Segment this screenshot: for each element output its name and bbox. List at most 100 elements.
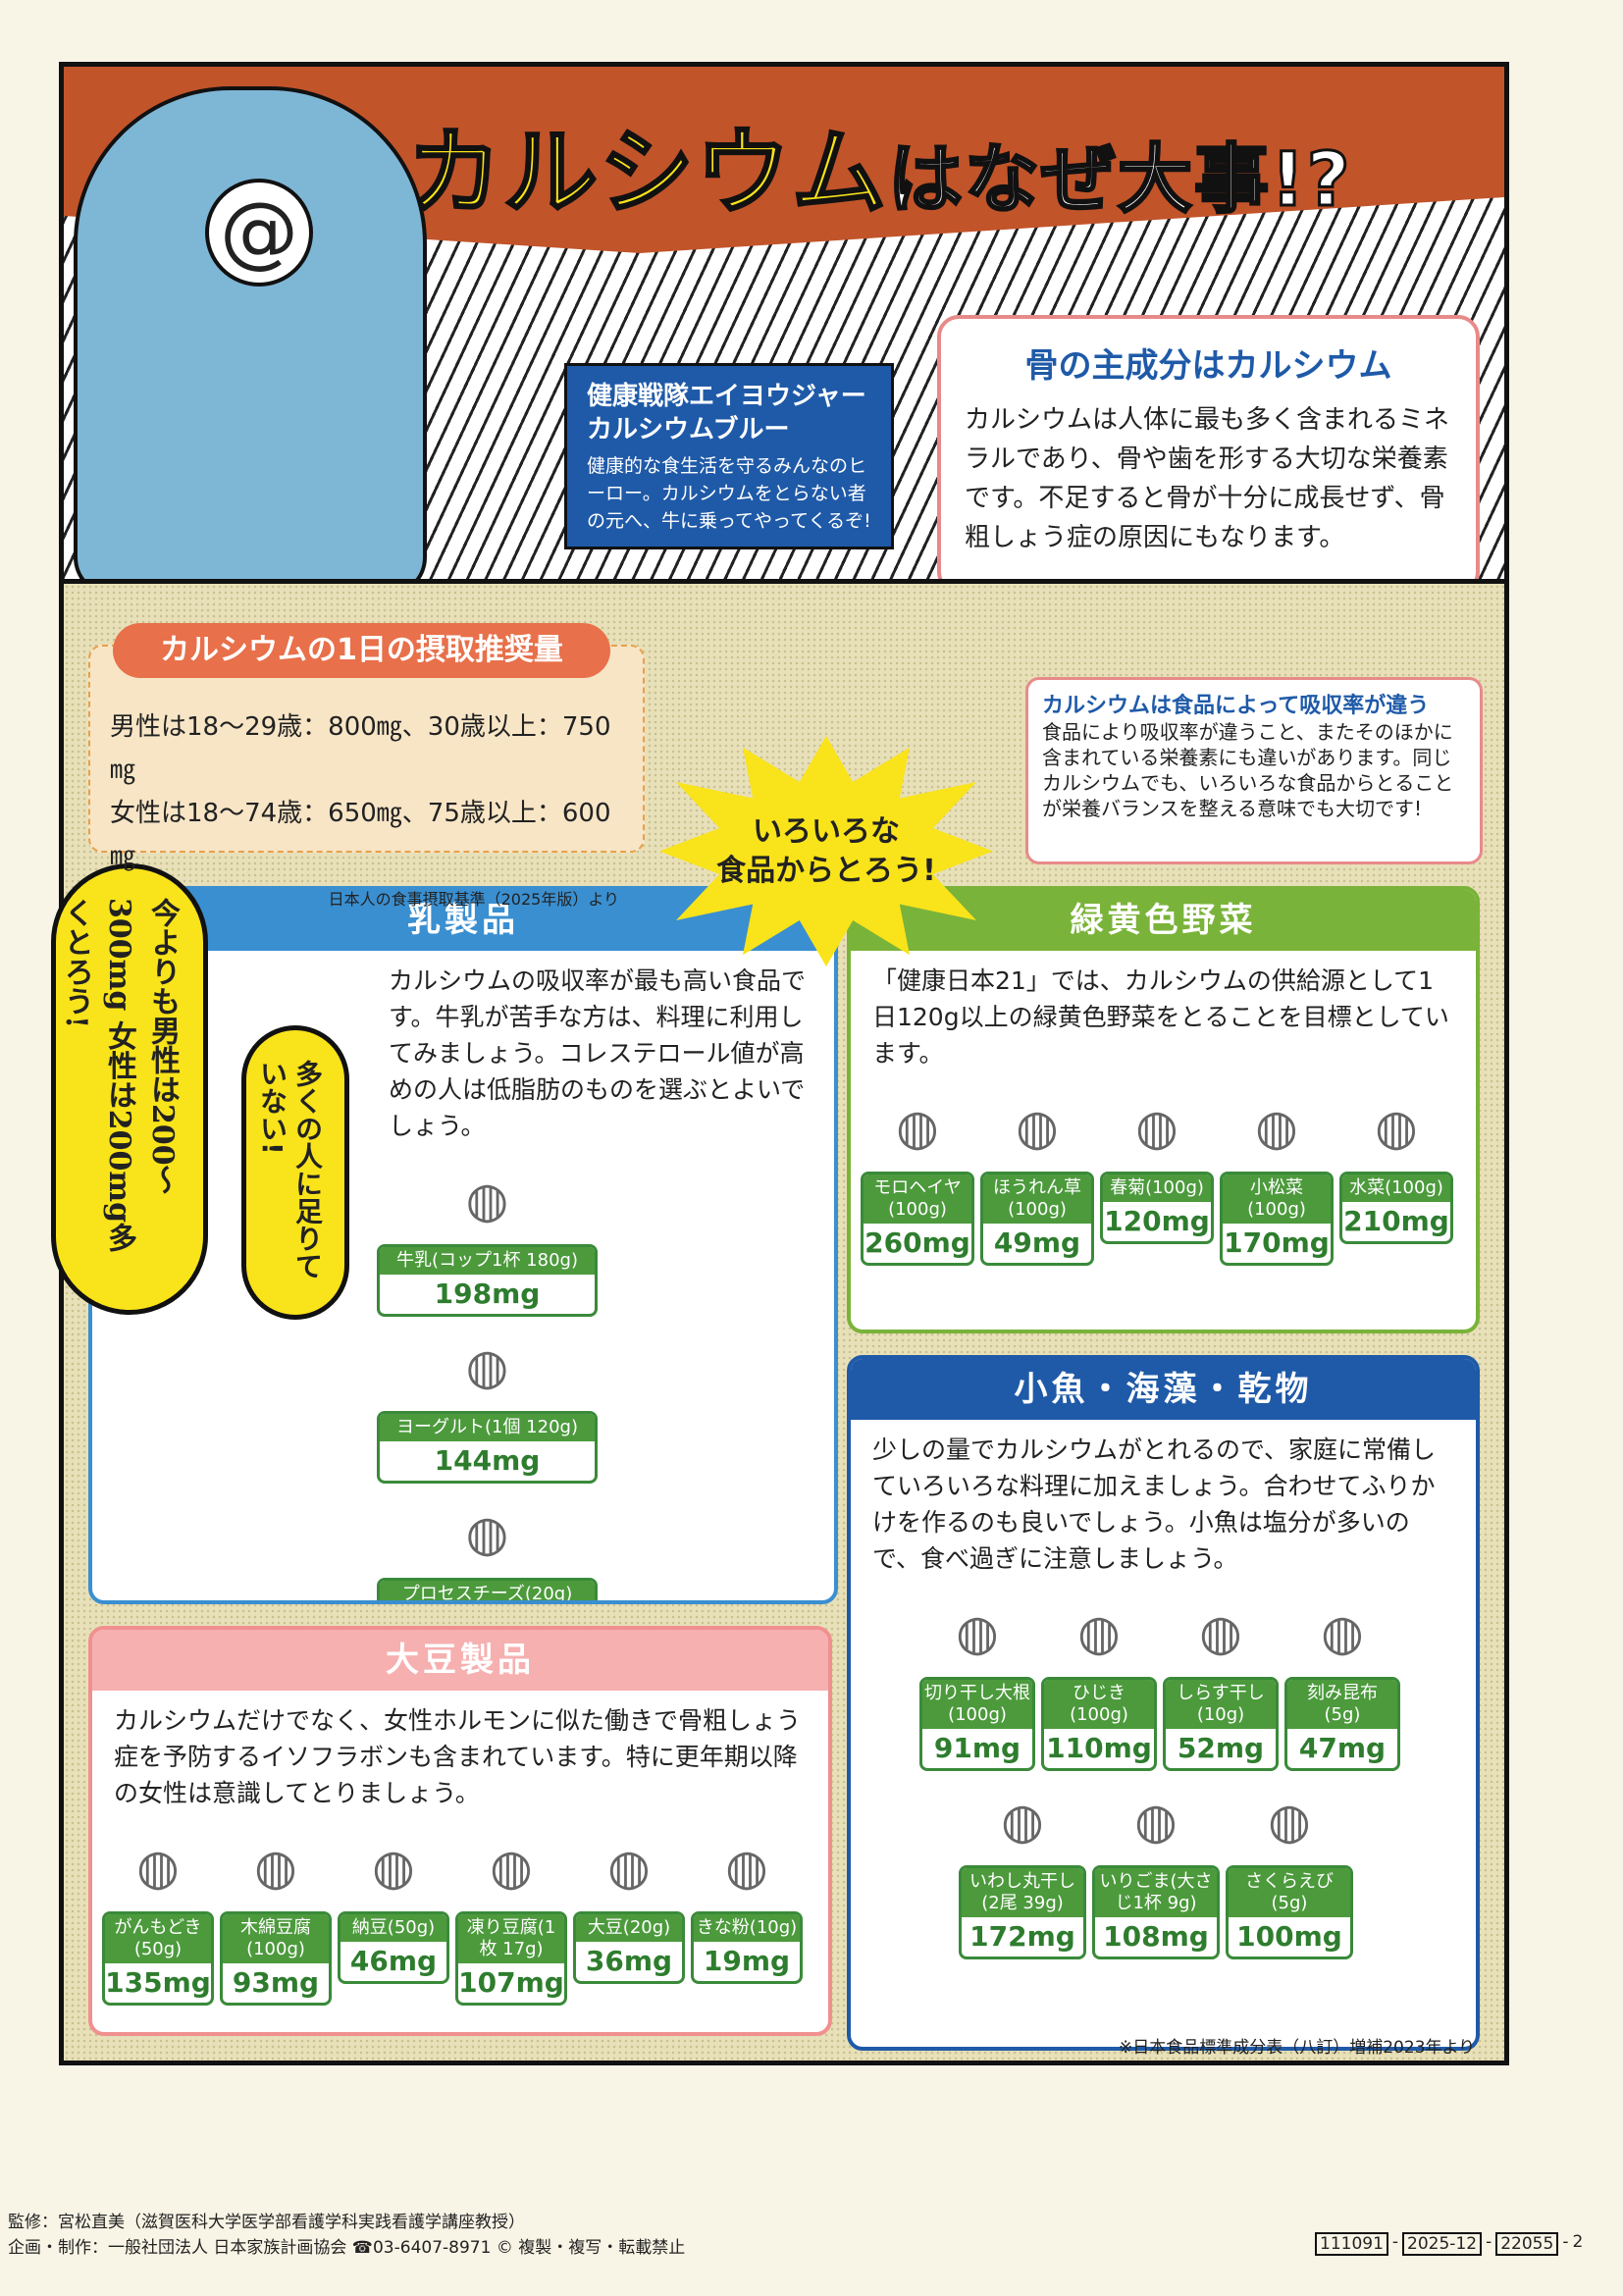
speech-bubble-more: 今よりも男性は200～300mg 女性は200mg多くとろう! [51, 863, 208, 1315]
food-card: ひじき(100g)110mg [1041, 1677, 1157, 1771]
food-card: プロセスチーズ(20g)126mg [377, 1578, 598, 1600]
food-illustration-icon: ◍ [1268, 1793, 1311, 1850]
food-amount: 52mg [1177, 1732, 1265, 1764]
food-illustration-icon: ◍ [896, 1099, 939, 1156]
food-illustration-icon: ◍ [725, 1839, 768, 1896]
food-label: しらす干し(10g) [1166, 1680, 1276, 1729]
food-label: 刻み昆布(5g) [1287, 1680, 1397, 1729]
soy-title: 大豆製品 [92, 1630, 828, 1691]
vegetable-items: ◍ モロヘイヤ(100g)260mg ◍ ほうれん草(100g)49mg ◍ 春菊(100… [851, 1083, 1476, 1266]
food-amount: 100mg [1236, 1920, 1342, 1953]
food-amount: 120mg [1104, 1205, 1210, 1237]
food-amount: 46mg [349, 1945, 438, 1977]
food-amount: 170mg [1224, 1226, 1330, 1259]
food-amount: 110mg [1046, 1732, 1152, 1764]
food-item: ◍ ヨーグルト(1個 120g)144mg [377, 1323, 598, 1484]
food-label: モロヘイヤ(100g) [864, 1174, 971, 1224]
dairy-panel: 乳製品 カルシウムの吸収率が最も高い食品です。牛乳が苦手な方は、料理に利用してみ… [88, 886, 838, 1604]
food-label: がんもどき(50g) [105, 1914, 211, 1963]
code-part: 2 [1572, 2232, 1584, 2252]
food-amount: 47mg [1298, 1732, 1387, 1764]
food-card: いりごま(大さじ1杯 9g)108mg [1092, 1865, 1220, 1959]
food-illustration-icon: ◍ [465, 1505, 509, 1562]
food-illustration-icon: ◍ [1134, 1793, 1178, 1850]
food-label: 木綿豆腐(100g) [223, 1914, 329, 1963]
food-card: 刻み昆布(5g)47mg [1284, 1677, 1400, 1771]
food-card: 牛乳(コップ1杯 180g)198mg [377, 1244, 598, 1317]
food-label: 凍り豆腐(1枚 17g) [458, 1914, 564, 1963]
hero-desc: 健康的な食生活を守るみんなのヒーロー。カルシウムをとらない者の元へ、牛に乗ってや… [587, 455, 871, 532]
food-illustration-icon: ◍ [254, 1839, 297, 1896]
fish-items-2: ◍いわし丸干し(2尾 39g)172mg ◍ いりごま(大さじ1杯 9g)108mg… [851, 1777, 1476, 1959]
intake-men: 男性は18～29歳：800㎎、30歳以上：750㎎ [110, 712, 611, 785]
food-amount: 108mg [1103, 1920, 1209, 1953]
food-label: プロセスチーズ(20g) [380, 1581, 595, 1600]
food-item: ◍ しらす干し(10g)52mg [1163, 1589, 1279, 1771]
food-amount: 49mg [993, 1226, 1081, 1259]
food-amount: 107mg [458, 1966, 564, 1999]
food-item: ◍刻み昆布(5g)47mg [1284, 1589, 1400, 1771]
fish-text: 少しの量でカルシウムがとれるので、家庭に常備していろいろな料理に加えましょう。合… [872, 1435, 1437, 1573]
food-card: ほうれん草(100g)49mg [980, 1172, 1094, 1266]
food-item: ◍ モロヘイヤ(100g)260mg [861, 1083, 974, 1266]
food-item: ◍ ひじき(100g)110mg [1041, 1589, 1157, 1771]
food-item: ◍いわし丸干し(2尾 39g)172mg [959, 1777, 1086, 1959]
food-card: ヨーグルト(1個 120g)144mg [377, 1411, 598, 1484]
food-card: 大豆(20g)36mg [573, 1911, 685, 1984]
food-card: しらす干し(10g)52mg [1163, 1677, 1279, 1771]
food-illustration-icon: ◍ [1135, 1099, 1178, 1156]
intake-title: カルシウムの1日の摂取推奨量 [113, 623, 610, 678]
food-label: きな粉(10g) [694, 1914, 800, 1942]
bone-info-box: 骨の主成分はカルシウム カルシウムは人体に最も多く含まれるミネラルであり、骨や歯… [937, 315, 1480, 594]
vegetable-text: 「健康日本21」では、カルシウムの供給源として1日120g以上の緑黄色野菜をとる… [872, 966, 1449, 1068]
soy-panel: 大豆製品 カルシウムだけでなく、女性ホルモンに似た働きで骨粗しょう症を予防するイ… [88, 1626, 832, 2036]
dairy-text: カルシウムの吸収率が最も高い食品です。牛乳が苦手な方は、料理に利用してみましょう… [389, 966, 807, 1140]
food-item: ◍ プロセスチーズ(20g)126mg [377, 1489, 598, 1600]
food-item: ◍ ほうれん草(100g)49mg [980, 1083, 1094, 1266]
food-illustration-icon: ◍ [1199, 1604, 1242, 1661]
page-title: カルシウムはなぜ大事!? [406, 117, 1352, 230]
absorption-box: カルシウムは食品によって吸収率が違う 食品により吸収率が違うこと、またそのほかに… [1025, 677, 1483, 864]
food-amount: 172mg [969, 1920, 1075, 1953]
footer: 監修：宮松直美（滋賀医科大学医学部看護学科実践看護学講座教授） 企画・制作：一般… [8, 2210, 685, 2261]
food-amount: 19mg [703, 1945, 791, 1977]
soy-text: カルシウムだけでなく、女性ホルモンに似た働きで骨粗しょう症を予防するイソフラボン… [114, 1706, 802, 1807]
food-item: ◍がんもどき(50g)135mg [102, 1823, 214, 2006]
bone-text: カルシウムは人体に最も多く含まれるミネラルであり、骨や歯を形する大切な栄養素です… [965, 405, 1450, 552]
food-amount: 91mg [933, 1732, 1021, 1764]
food-card: 木綿豆腐(100g)93mg [220, 1911, 332, 2006]
food-illustration-icon: ◍ [490, 1839, 533, 1896]
food-item: ◍ 大豆(20g)36mg [573, 1823, 685, 2006]
intake-women: 女性は18～74歳：650㎎、75歳以上：600㎎ [110, 799, 611, 871]
food-item: ◍ いりごま(大さじ1杯 9g)108mg [1092, 1777, 1220, 1959]
at-emblem-icon: @ [205, 179, 313, 287]
producer: 企画・制作：一般社団法人 日本家族計画協会 ☎03-6407-8971 © 複製… [8, 2238, 686, 2258]
food-card: モロヘイヤ(100g)260mg [861, 1172, 974, 1266]
code-part: 22055 [1495, 2232, 1559, 2256]
absorption-title: カルシウムは食品によって吸収率が違う [1042, 694, 1430, 718]
food-card: 春菊(100g)120mg [1100, 1172, 1214, 1244]
hero-label: 健康戦隊エイヨウジャーカルシウムブルー 健康的な食生活を守るみんなのヒーロー。カ… [564, 363, 894, 549]
food-illustration-icon: ◍ [1077, 1604, 1121, 1661]
food-illustration-icon: ◍ [1375, 1099, 1418, 1156]
absorption-text: 食品により吸収率が違うこと、またそのほかに含まれている栄養素にも違いがあります。… [1042, 720, 1454, 820]
food-amount: 260mg [864, 1226, 970, 1259]
food-item: ◍切り干し大根(100g)91mg [919, 1589, 1035, 1771]
food-illustration-icon: ◍ [465, 1338, 509, 1395]
food-card: 小松菜(100g)170mg [1220, 1172, 1334, 1266]
food-item: ◍ 木綿豆腐(100g)93mg [220, 1823, 332, 2006]
food-amount: 93mg [232, 1966, 320, 1999]
food-illustration-icon: ◍ [372, 1839, 415, 1896]
hero-name: 健康戦隊エイヨウジャーカルシウムブルー [587, 382, 866, 444]
intake-box: 男性は18～29歳：800㎎、30歳以上：750㎎ 女性は18～74歳：650㎎… [88, 645, 645, 909]
food-illustration-icon: ◍ [607, 1839, 651, 1896]
food-illustration-icon: ◍ [136, 1839, 180, 1896]
fish-panel: 小魚・海藻・乾物 少しの量でカルシウムがとれるので、家庭に常備していろいろな料理… [847, 1355, 1480, 2051]
food-label: 納豆(50g) [340, 1914, 446, 1942]
food-amount: 210mg [1343, 1205, 1449, 1237]
food-illustration-icon: ◍ [1016, 1099, 1059, 1156]
code-part: 2025-12 [1402, 2232, 1483, 2256]
food-item: ◍ 春菊(100g)120mg [1100, 1083, 1214, 1266]
speech-bubble-lacking: 多くの人に足りていない! [241, 1025, 349, 1320]
food-label: いりごま(大さじ1杯 9g) [1095, 1868, 1217, 1917]
